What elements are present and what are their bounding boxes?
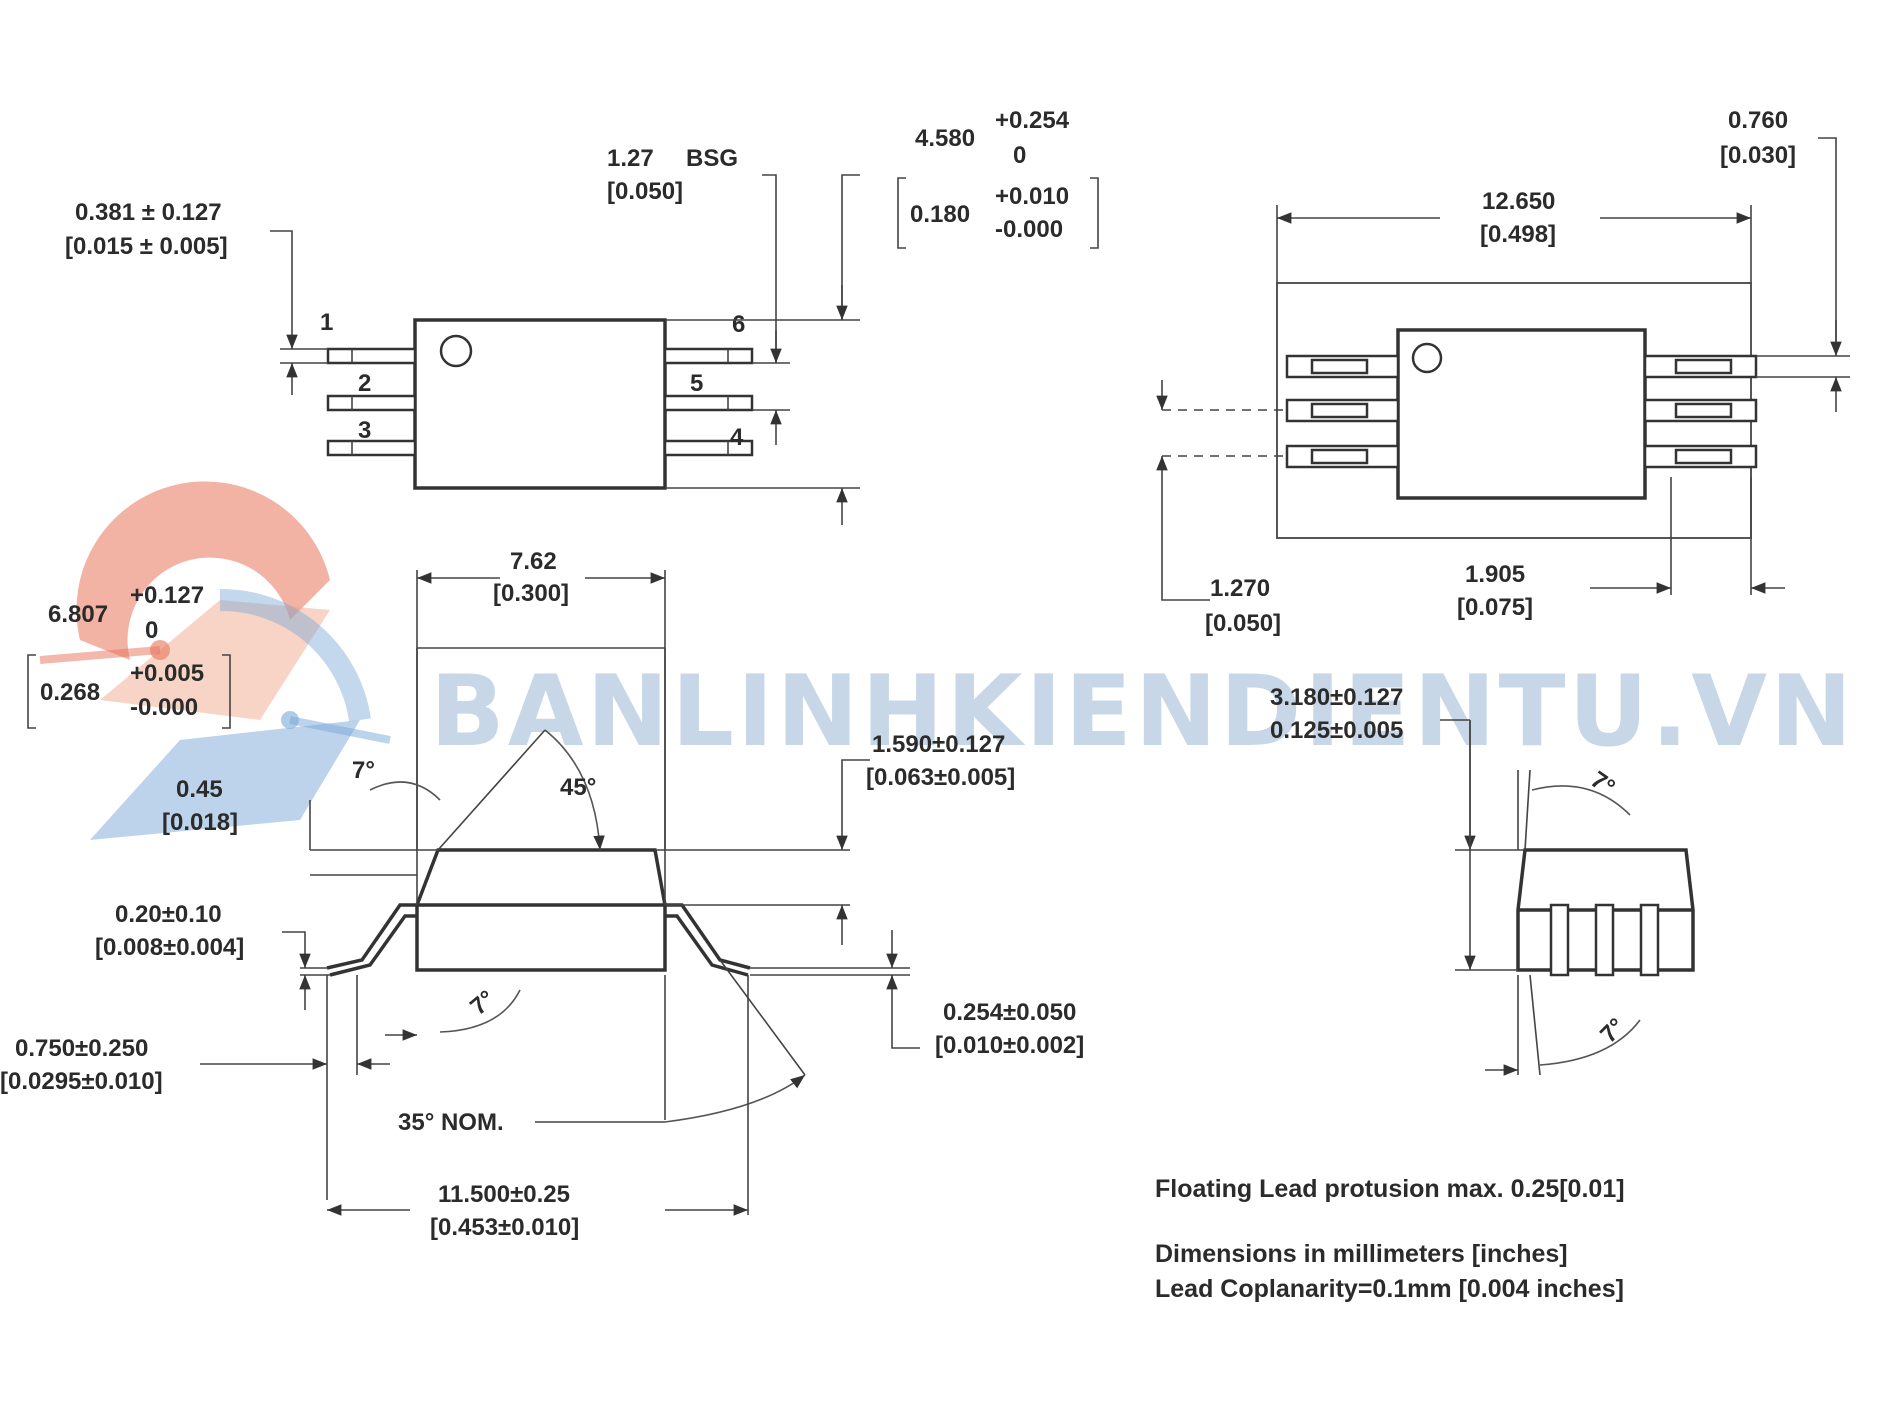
body-length-value: 6.807 xyxy=(48,601,108,628)
lead-angle-annotation: 35° NOM. xyxy=(398,959,806,1136)
pad-length-inch: [0.075] xyxy=(1457,594,1533,621)
lead-width-dimension: 0.381 ± 0.127 [0.015 ± 0.005] xyxy=(65,199,328,395)
height-value: 1.590±0.127 xyxy=(872,731,1005,758)
pad-width-value: 0.760 xyxy=(1728,107,1788,134)
note-dimensions-units: Dimensions in millimeters [inches] xyxy=(1155,1240,1568,1268)
lead-length-inch: [0.018] xyxy=(162,809,238,836)
body-width-inch-tol-minus: -0.000 xyxy=(995,216,1063,243)
top-view-left: 1 2 3 4 5 6 0.381 ± 0.127 [0.015 ± 0.005… xyxy=(65,107,1099,525)
angle-top-annotation: 7° xyxy=(352,757,441,801)
pin-6-label: 6 xyxy=(732,311,745,338)
body-length-inch-value: 0.268 xyxy=(40,679,100,706)
lead-spacing-inch: [0.300] xyxy=(493,580,569,607)
standoff-value: 0.20±0.10 xyxy=(115,901,222,928)
pad-length-value: 1.905 xyxy=(1465,561,1525,588)
thickness-inch: [0.010±0.002] xyxy=(935,1032,1084,1059)
end-height-inch: 0.125±0.005 xyxy=(1270,717,1403,744)
pin1-marker-icon xyxy=(439,334,473,368)
pad-length-dimension: 1.905 [0.075] xyxy=(1457,477,1785,621)
angle-bottom-annotation: 7° xyxy=(385,985,521,1041)
body-length-tol-plus: +0.127 xyxy=(130,582,204,609)
pin1-marker-icon xyxy=(1411,342,1443,374)
foot-value: 0.750±0.250 xyxy=(15,1035,148,1062)
right-pads xyxy=(1643,354,1758,469)
height-dimension: 1.590±0.127 [0.063±0.005] xyxy=(655,731,1015,945)
lead-spacing-value: 7.62 xyxy=(510,548,557,575)
span-value: 12.650 xyxy=(1482,188,1555,215)
pad-pitch-dimension: 1.270 [0.050] xyxy=(1156,380,1287,637)
lead-width-value: 0.381 ± 0.127 xyxy=(75,199,222,226)
package-body-footprint xyxy=(1396,328,1647,500)
watermark: BANLINHKIENDIENTU.VN xyxy=(39,481,1855,840)
foot-inch: [0.0295±0.010] xyxy=(0,1068,163,1095)
pad-width-inch: [0.030] xyxy=(1720,142,1796,169)
lead-length-value: 0.45 xyxy=(176,776,223,803)
thickness-value: 0.254±0.050 xyxy=(943,999,1076,1026)
overall-inch: [0.453±0.010] xyxy=(430,1214,579,1241)
standoff-inch: [0.008±0.004] xyxy=(95,934,244,961)
end-height-dimension: 3.180±0.127 0.125±0.005 xyxy=(1270,684,1525,971)
pin-2-label: 2 xyxy=(358,370,371,397)
watermark-logo-icon xyxy=(39,481,391,840)
angle-45-annotation: 45° xyxy=(437,729,605,851)
notes: Floating Lead protusion max. 0.25[0.01] … xyxy=(1155,1175,1625,1303)
body-width-dimension: 4.580 +0.254 0 0.180 +0.010 -0.000 xyxy=(665,107,1099,525)
body-width-inch-value: 0.180 xyxy=(910,201,970,228)
pin-4-label: 4 xyxy=(730,424,744,451)
side-view: 7.62 [0.300] 6.807 +0.127 0 0.268 +0.005… xyxy=(0,548,1084,1241)
pad-width-dimension: 0.760 [0.030] xyxy=(1720,107,1850,412)
overall-value: 11.500±0.25 xyxy=(438,1181,570,1208)
end-angle-bottom: 7° xyxy=(1485,974,1641,1076)
package-body xyxy=(413,318,667,490)
angle-7-top-label: 7° xyxy=(352,757,375,784)
watermark-text: BANLINHKIENDIENTU.VN xyxy=(430,655,1855,769)
note-coplanarity: Lead Coplanarity=0.1mm [0.004 inches] xyxy=(1155,1275,1624,1303)
standoff-dimension: 0.20±0.10 [0.008±0.004] xyxy=(95,901,330,1010)
left-pads xyxy=(1285,354,1400,469)
pin-5-label: 5 xyxy=(690,370,703,397)
body-width-inch-tol-plus: +0.010 xyxy=(995,183,1069,210)
body-width-tol-minus: 0 xyxy=(1013,142,1026,169)
end-view: 3.180±0.127 0.125±0.005 7° 7° xyxy=(1270,684,1695,1076)
body-width-value: 4.580 xyxy=(915,125,975,152)
end-height-value: 3.180±0.127 xyxy=(1270,684,1403,711)
end-leads xyxy=(1549,903,1660,977)
angle-45-label: 45° xyxy=(560,774,596,801)
right-leads xyxy=(663,347,754,457)
lead-width-inch: [0.015 ± 0.005] xyxy=(65,233,228,260)
pin-1-label: 1 xyxy=(320,309,333,336)
lead-angle-label: 35° NOM. xyxy=(398,1109,504,1136)
body-length-dimension: 6.807 +0.127 0 0.268 +0.005 -0.000 xyxy=(27,582,666,850)
left-lead-side xyxy=(326,903,417,970)
pitch-suffix: BSG xyxy=(686,145,738,172)
note-floating-lead: Floating Lead protusion max. 0.25[0.01] xyxy=(1155,1175,1625,1203)
body-width-tol-plus: +0.254 xyxy=(995,107,1070,134)
top-view-right: 12.650 [0.498] 0.760 [0.030] 1.270 [0.05… xyxy=(1156,107,1850,637)
pin-3-label: 3 xyxy=(358,417,371,444)
height-inch: [0.063±0.005] xyxy=(866,764,1015,791)
thickness-dimension: 0.254±0.050 [0.010±0.002] xyxy=(750,930,1084,1059)
end-angle-bottom-label: 7° xyxy=(1595,1013,1630,1048)
span-dimension: 12.650 [0.498] xyxy=(1276,188,1752,283)
lead-length-dimension: 0.45 [0.018] xyxy=(162,776,438,876)
span-inch: [0.498] xyxy=(1480,221,1556,248)
pad-pitch-inch: [0.050] xyxy=(1205,610,1281,637)
end-angle-top: 7° xyxy=(1517,766,1631,851)
left-leads xyxy=(326,347,417,457)
pitch-dimension: 1.27 BSG [0.050] xyxy=(607,145,790,445)
pad-pitch-value: 1.270 xyxy=(1210,575,1270,602)
pitch-inch: [0.050] xyxy=(607,178,683,205)
side-body xyxy=(415,848,667,972)
angle-7-bottom-label: 7° xyxy=(465,985,500,1020)
body-length-tol-minus: 0 xyxy=(145,617,158,644)
body-length-inch-tol-plus: +0.005 xyxy=(130,660,204,687)
end-angle-top-label: 7° xyxy=(1585,766,1619,801)
body-length-inch-tol-minus: -0.000 xyxy=(130,694,198,721)
pitch-value: 1.27 xyxy=(607,145,654,172)
overall-dimension: 11.500±0.25 [0.453±0.010] xyxy=(327,975,749,1241)
foot-dimension: 0.750±0.250 [0.0295±0.010] xyxy=(0,975,390,1200)
